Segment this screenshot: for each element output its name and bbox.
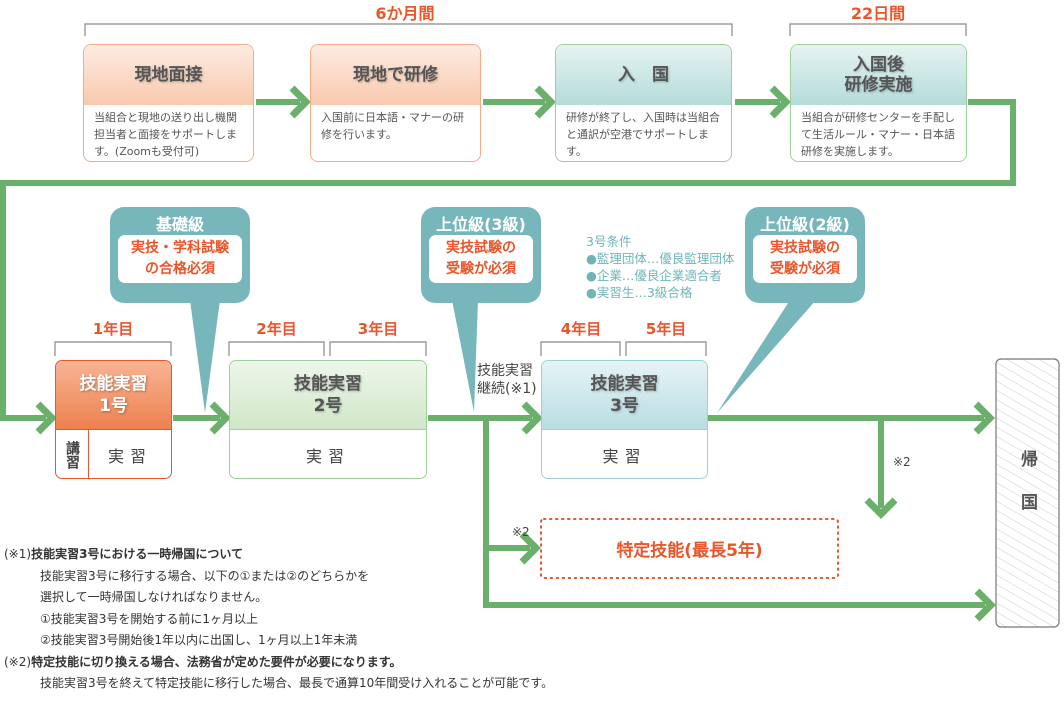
step-desc: 当組合が研修センターを手配して生活ルール・マナー・日本語研修を実施します。 bbox=[801, 111, 955, 159]
note-line: 技能実習3号に移行する場合、以下の①または②のどちらかを bbox=[40, 568, 370, 583]
callout-tail bbox=[190, 300, 220, 413]
step-title: 入 国 bbox=[556, 45, 731, 105]
note-title: 特定技能に切り換える場合、法務省が定めた要件が必要になります。 bbox=[31, 654, 402, 669]
note-line: 技能実習3号を終えて特定技能に移行した場合、最長で通算10年間受け入れることが可… bbox=[40, 676, 554, 690]
lecture-label: 講習 bbox=[56, 430, 89, 478]
notes: (※1)技能実習3号における一時帰国について 技能実習3号に移行する場合、以下の… bbox=[4, 544, 553, 695]
tokutei-box: 特定技能(最長5年) bbox=[616, 541, 763, 561]
stage-title: 技能実習 bbox=[79, 373, 148, 394]
callout-title: 上位級(3級) bbox=[436, 215, 526, 234]
callout-text: 受験が必須 bbox=[446, 261, 516, 277]
year-label: 3年目 bbox=[357, 320, 399, 338]
note-line: ②技能実習3号開始後1年以内に出国し、1ヶ月以上1年未満 bbox=[40, 633, 358, 647]
note-title: 技能実習3号における一時帰国について bbox=[31, 547, 244, 561]
continue-label: 技能実習 継続(※1) bbox=[477, 362, 537, 398]
callout-text: 受験が必須 bbox=[770, 261, 840, 277]
step-title: 現地面接 bbox=[84, 45, 253, 105]
year-label: 4年目 bbox=[560, 320, 602, 338]
condition-item: ●監理団体…優良監理団体 bbox=[586, 251, 735, 266]
callout-text: 実技試験の bbox=[446, 240, 516, 256]
conditions-3go: 3号条件 ●監理団体…優良監理団体 ●企業…優良企業適合者 ●実習生…3級合格 bbox=[586, 233, 734, 301]
return-home-box: 帰国 bbox=[1017, 450, 1037, 536]
step-local-interview: 現地面接 当組合と現地の送り出し機関担当者と面接をサポートします。(Zoomも受… bbox=[83, 44, 254, 162]
callout-title: 上位級(2級) bbox=[760, 215, 850, 234]
step-desc: 研修が終了し、入国時は当組合と通訳が空港でサポートします。 bbox=[566, 111, 720, 159]
note-line: 選択して一時帰国しなければなりません。 bbox=[40, 590, 268, 604]
step-local-training: 現地で研修 入国前に日本語・マナーの研修を行います。 bbox=[310, 44, 481, 162]
condition-item: ●企業…優良企業適合者 bbox=[586, 268, 722, 283]
stage-body: 実習 bbox=[542, 429, 707, 478]
condition-item: ●実習生…3級合格 bbox=[586, 285, 693, 300]
year-label: 5年目 bbox=[645, 320, 687, 338]
callout-title: 基礎級 bbox=[155, 215, 204, 234]
step-desc: 入国前に日本語・マナーの研修を行います。 bbox=[321, 111, 464, 142]
period-22-days: 22日間 bbox=[850, 4, 906, 23]
callout-level-3: 上位級(3級) 実技試験の受験が必須 bbox=[421, 207, 541, 303]
callout-text: 実技・学科試験 bbox=[131, 240, 229, 256]
return-box-bg bbox=[995, 358, 1060, 628]
stage-title: 技能実習 bbox=[590, 373, 659, 394]
stage-body: 実習 bbox=[230, 429, 426, 478]
continue-text: 技能実習 bbox=[477, 363, 533, 379]
note-mark: ※2 bbox=[512, 525, 530, 539]
period-six-months: 6か月間 bbox=[375, 4, 435, 23]
callout-text: の合格必須 bbox=[145, 261, 215, 277]
stage-number: 1号 bbox=[99, 396, 128, 416]
note-mark: (※2) bbox=[4, 654, 32, 669]
callout-level-2: 上位級(2級) 実技試験の受験が必須 bbox=[745, 207, 865, 303]
step-entry: 入 国 研修が終了し、入国時は当組合と通訳が空港でサポートします。 bbox=[555, 44, 732, 162]
tokutei-border bbox=[540, 518, 839, 579]
brackets bbox=[54, 23, 967, 356]
stage-number: 2号 bbox=[313, 396, 343, 416]
stage-title: 技能実習 bbox=[294, 373, 362, 394]
step-title: 入国後 研修実施 bbox=[791, 45, 966, 105]
stage-body: 実習 bbox=[107, 447, 152, 466]
note-mark: (※1) bbox=[4, 547, 32, 561]
callout-text: 実技試験の bbox=[770, 240, 840, 256]
callout-basic-level: 基礎級 実技・学科試験の合格必須 bbox=[110, 207, 250, 303]
step-title: 現地で研修 bbox=[311, 45, 480, 105]
year-label: 2年目 bbox=[256, 320, 297, 338]
note-mark: ※2 bbox=[893, 455, 911, 469]
step-desc: 当組合と現地の送り出し機関担当者と面接をサポートします。(Zoomも受付可) bbox=[94, 111, 237, 159]
stage-number: 3号 bbox=[610, 396, 639, 416]
year-label: 1年目 bbox=[92, 320, 134, 338]
step-post-entry-training: 入国後 研修実施 当組合が研修センターを手配して生活ルール・マナー・日本語研修を… bbox=[790, 44, 967, 162]
note-line: ①技能実習3号を開始する前に1ヶ月以上 bbox=[40, 611, 259, 626]
continue-text: 継続(※1) bbox=[477, 381, 537, 397]
conditions-title: 3号条件 bbox=[586, 234, 632, 249]
